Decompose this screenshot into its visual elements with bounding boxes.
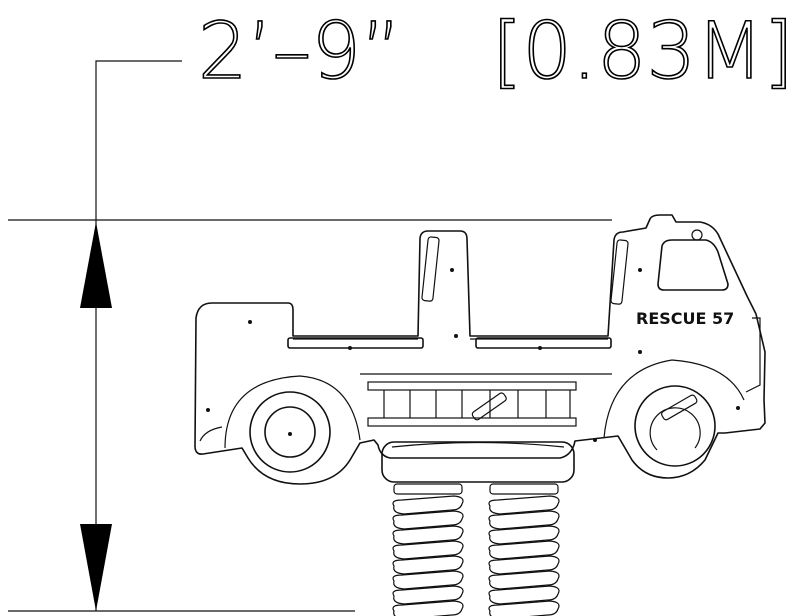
spring-right-collar xyxy=(489,483,559,495)
spring-left-coil xyxy=(392,510,464,530)
dimension-metric-label: [0.83M] xyxy=(492,7,794,97)
spring-right-coil xyxy=(488,510,560,530)
arrow-up-icon xyxy=(80,222,112,308)
side-ladder xyxy=(367,381,577,427)
rear-handle xyxy=(421,236,440,302)
front-wheel xyxy=(634,385,716,467)
fire-truck-body: RESCUE 57 xyxy=(194,214,766,485)
spring-right-coil xyxy=(488,600,560,616)
rivets xyxy=(206,268,740,442)
spring-right-coil xyxy=(488,585,560,605)
spring-right xyxy=(488,483,560,616)
spring-left-coil xyxy=(392,585,464,605)
spring-left-coil xyxy=(392,540,464,560)
spring-right-coil xyxy=(488,555,560,575)
cab-light xyxy=(691,229,703,241)
foot-peg-middle xyxy=(471,392,507,421)
cab-window xyxy=(657,239,729,291)
spring-left-coil xyxy=(392,600,464,616)
spring-right-coil xyxy=(488,525,560,545)
arrow-down-icon xyxy=(80,524,112,611)
truck-label: RESCUE 57 xyxy=(636,309,734,328)
front-seat xyxy=(475,337,612,349)
front-wheel-hub xyxy=(649,407,701,451)
dimension-leader-line xyxy=(95,60,182,222)
dimension-lines xyxy=(8,60,612,612)
rear-wheel-hub xyxy=(264,406,316,458)
spring-left-coil xyxy=(392,555,464,575)
rear-wheel xyxy=(249,391,331,473)
rear-seat xyxy=(287,337,424,349)
spring-left-collar xyxy=(393,483,463,495)
spring-right-coil xyxy=(488,495,560,515)
rear-fender xyxy=(224,375,361,449)
spring-left-coil xyxy=(392,525,464,545)
front-handle xyxy=(610,239,629,305)
spring-left xyxy=(392,483,464,616)
base-pad-highlight xyxy=(391,441,565,448)
spring-right-coil xyxy=(488,570,560,590)
springs xyxy=(392,483,560,616)
rear-wheel-bolt xyxy=(288,432,292,436)
foot-peg-front xyxy=(661,394,698,421)
dimension-imperial-label: 2’–9” xyxy=(198,7,401,97)
front-grille xyxy=(745,317,761,393)
spring-base-pad xyxy=(381,441,575,483)
rear-bumper-detail xyxy=(199,426,223,442)
spring-left-coil xyxy=(392,495,464,515)
front-fender xyxy=(603,359,745,439)
spring-right-coil xyxy=(488,540,560,560)
spring-left-coil xyxy=(392,570,464,590)
